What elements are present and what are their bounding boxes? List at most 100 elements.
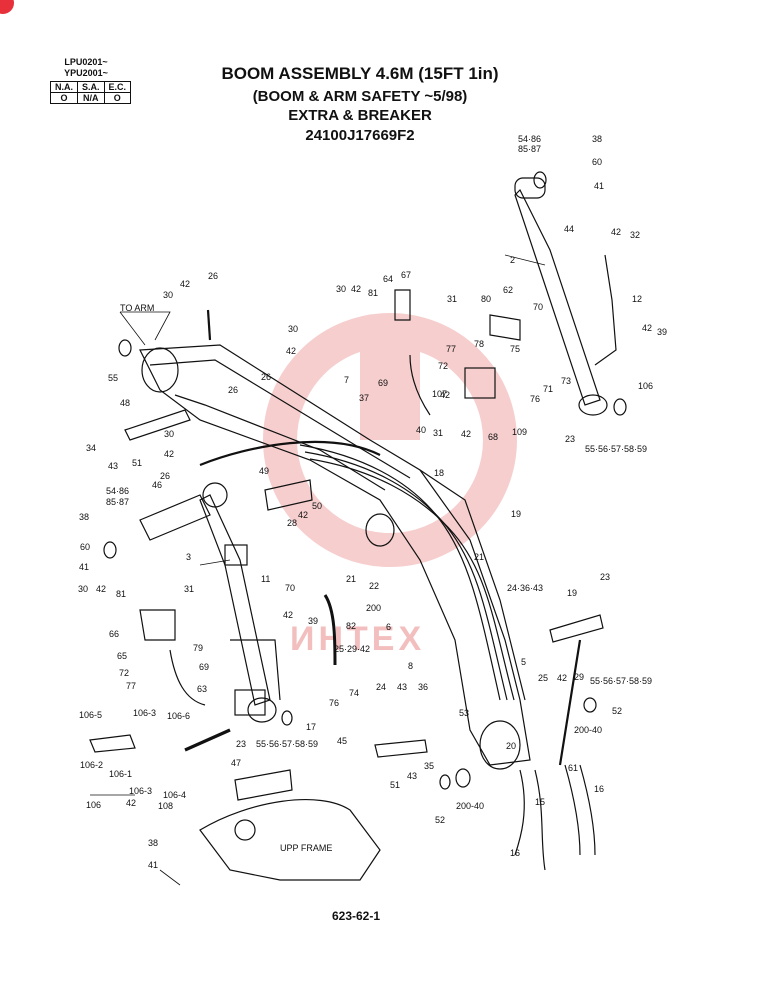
- washer-55: [118, 339, 132, 357]
- availability-val-ec: O: [103, 92, 132, 104]
- callout-label: 24: [376, 682, 386, 692]
- callout-label: 39: [308, 616, 318, 626]
- callout-label: 106: [86, 800, 101, 810]
- callout-label: 79: [193, 643, 203, 653]
- callout-label: 80: [481, 294, 491, 304]
- callout-label: 37: [359, 393, 369, 403]
- pin-46: [139, 494, 211, 541]
- callout-label: 55·56·57·58·59: [256, 739, 318, 749]
- callout-label: 106-2: [80, 760, 103, 770]
- callout-label: 32: [630, 230, 640, 240]
- callout-label: 109: [512, 427, 527, 437]
- callout-label: 67: [401, 270, 411, 280]
- boom-cylinder: [199, 494, 271, 706]
- callout-label: 39: [657, 327, 667, 337]
- hose-69-left: [169, 649, 206, 706]
- callout-label: 77: [126, 681, 136, 691]
- callout-label: 17: [306, 722, 316, 732]
- callout-label: 62: [503, 285, 513, 295]
- callout-label: 106-5: [79, 710, 102, 720]
- callout-label: 70: [285, 583, 295, 593]
- callout-label: 35: [424, 761, 434, 771]
- boom-cylinder-eye: [202, 482, 228, 508]
- callout-label: 106-4: [163, 790, 186, 800]
- availability-val-na: O: [50, 92, 78, 104]
- callout-label: 85·87: [106, 497, 129, 507]
- part-number: 24100J17669F2: [305, 127, 415, 144]
- callout-label: 12: [632, 294, 642, 304]
- callout-label: 76: [329, 698, 339, 708]
- serial-range-2: YPU2001~: [64, 68, 108, 78]
- callout-label: 26: [160, 471, 170, 481]
- callout-label: 29: [574, 672, 584, 682]
- subtitle-extra: EXTRA & BREAKER: [288, 107, 432, 124]
- callout-label: 61: [568, 763, 578, 773]
- pipe-18: [199, 440, 381, 467]
- callout-label: 16: [510, 848, 520, 858]
- callout-label: 106-1: [109, 769, 132, 779]
- callout-label: 40: [416, 425, 426, 435]
- callout-label: 49: [259, 466, 269, 476]
- callout-label: 76: [530, 394, 540, 404]
- callout-label: 42: [286, 346, 296, 356]
- callout-label: 75: [510, 344, 520, 354]
- subtitle-safety: (BOOM & ARM SAFETY ~5/98): [252, 88, 468, 105]
- callout-label: 106: [638, 381, 653, 391]
- boom-cylinder-head: [224, 544, 248, 566]
- callout-label: 82: [346, 621, 356, 631]
- hose-run-3: [309, 458, 515, 701]
- callout-label: 42: [126, 798, 136, 808]
- callout-label: UPP FRAME: [280, 843, 332, 853]
- arm-cylinder-head: [514, 177, 546, 199]
- callout-label: 21: [346, 574, 356, 584]
- callout-label: 42: [351, 284, 361, 294]
- callout-label: 53: [459, 708, 469, 718]
- hose-16-b: [579, 764, 596, 856]
- rod-lower-leader: [184, 728, 231, 752]
- callout-label: 106-3: [133, 708, 156, 718]
- callout-label: 106-3: [129, 786, 152, 796]
- hose-15-b: [534, 769, 546, 871]
- callout-label: 43: [108, 461, 118, 471]
- valve-106-5: [89, 734, 136, 753]
- shim-54-left: [103, 541, 117, 559]
- callout-label: 22: [369, 581, 379, 591]
- callout-label: 5: [521, 657, 526, 667]
- callout-label: 19: [567, 588, 577, 598]
- callout-label: 30: [163, 290, 173, 300]
- callout-label: 78: [474, 339, 484, 349]
- shim-54: [533, 171, 547, 189]
- callout-label: 72: [438, 361, 448, 371]
- callout-label: 26: [208, 271, 218, 281]
- callout-label: 30: [336, 284, 346, 294]
- callout-label: 44: [564, 224, 574, 234]
- callout-label: 26: [228, 385, 238, 395]
- shim-55-59: [613, 398, 627, 416]
- callout-label: 48: [120, 398, 130, 408]
- pipe-12: [594, 254, 617, 366]
- callout-label: 20: [506, 741, 516, 751]
- arm-cylinder-eye: [578, 394, 608, 416]
- boom-edge-right: [419, 469, 526, 701]
- callout-label: 52: [435, 815, 445, 825]
- watermark: ИНТЕХ: [263, 313, 517, 658]
- callout-label: 38: [79, 512, 89, 522]
- callout-label: 65: [117, 651, 127, 661]
- callout-label: 41: [79, 562, 89, 572]
- callout-label: 52: [612, 706, 622, 716]
- callout-label: 2: [510, 255, 515, 265]
- callout-label: 43: [407, 771, 417, 781]
- callout-label: 81: [116, 589, 126, 599]
- callout-label: 31: [447, 294, 457, 304]
- callout-label: 45: [337, 736, 347, 746]
- callout-label: 11: [261, 574, 270, 584]
- upper-frame: [199, 799, 381, 881]
- clamp-66: [139, 609, 176, 641]
- callout-label: 18: [434, 468, 444, 478]
- hose-69-top: [409, 354, 431, 416]
- boom-body: [139, 344, 531, 766]
- callout-label: 25: [538, 673, 548, 683]
- safety-valve-68: [464, 367, 496, 399]
- callout-label: 23: [565, 434, 575, 444]
